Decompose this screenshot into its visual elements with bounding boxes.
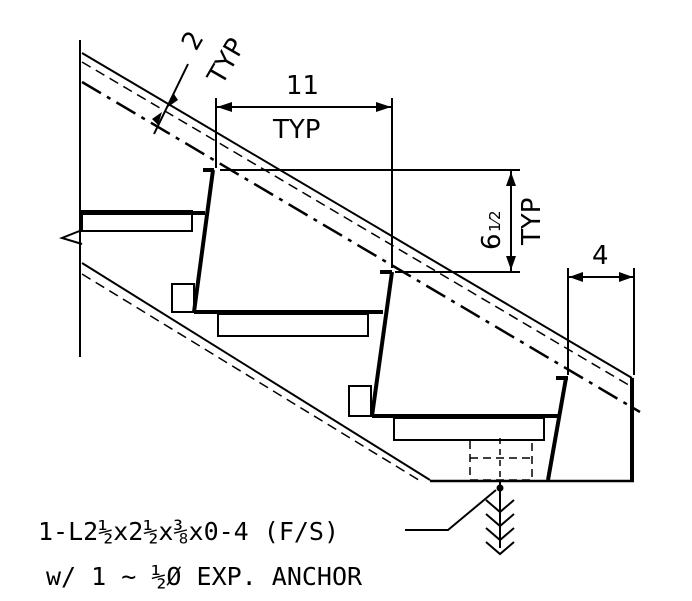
tread-dim-value: 11 bbox=[286, 71, 319, 101]
step-3-riser bbox=[546, 377, 568, 481]
note-leader bbox=[405, 489, 497, 531]
slab-bottom-edge bbox=[81, 262, 431, 481]
tread-dim-arrow-left bbox=[217, 102, 232, 112]
anchor-dot bbox=[496, 484, 504, 492]
tread-dim-typ: TYP bbox=[272, 115, 320, 145]
cover-dim-arrow-1 bbox=[168, 94, 178, 107]
break-line bbox=[58, 229, 83, 245]
tread-dim-arrow-right bbox=[376, 102, 391, 112]
end-dim-value: 4 bbox=[592, 241, 609, 271]
slab-bottom-dashed bbox=[81, 273, 423, 483]
end-dim-arrow-left bbox=[569, 272, 583, 282]
anchor-symbol bbox=[485, 482, 515, 556]
cover-dim-value: 2 bbox=[176, 26, 210, 55]
note-angle: 1-L2½x2½x⅜x0-4 (F/S) bbox=[38, 517, 339, 546]
riser-dim-arrow-bottom bbox=[506, 256, 516, 270]
slab-top-edge bbox=[81, 52, 633, 379]
step-2-plate bbox=[393, 417, 545, 441]
step-1-angle bbox=[171, 283, 195, 313]
riser-dim-value: 6 bbox=[477, 233, 507, 250]
step-1-riser bbox=[192, 169, 215, 313]
anchor-box-dashed bbox=[469, 439, 533, 481]
step-2-angle bbox=[348, 385, 372, 417]
slab-centerline bbox=[81, 80, 641, 414]
cover-dim-arrow-2 bbox=[152, 112, 162, 125]
step-1-plate bbox=[217, 313, 369, 337]
riser-dim-fraction: 1⁄2 bbox=[486, 210, 504, 232]
step-2-riser bbox=[370, 271, 394, 417]
cover-dim-line bbox=[153, 63, 189, 135]
riser-dim-arrow-top bbox=[506, 172, 516, 186]
end-dim-arrow-right bbox=[619, 272, 633, 282]
riser-dim-typ: TYP bbox=[517, 198, 547, 246]
note-anchor: w/ 1 ~ ½Ø EXP. ANCHOR bbox=[46, 562, 363, 591]
slab-top-dashed bbox=[81, 61, 633, 388]
